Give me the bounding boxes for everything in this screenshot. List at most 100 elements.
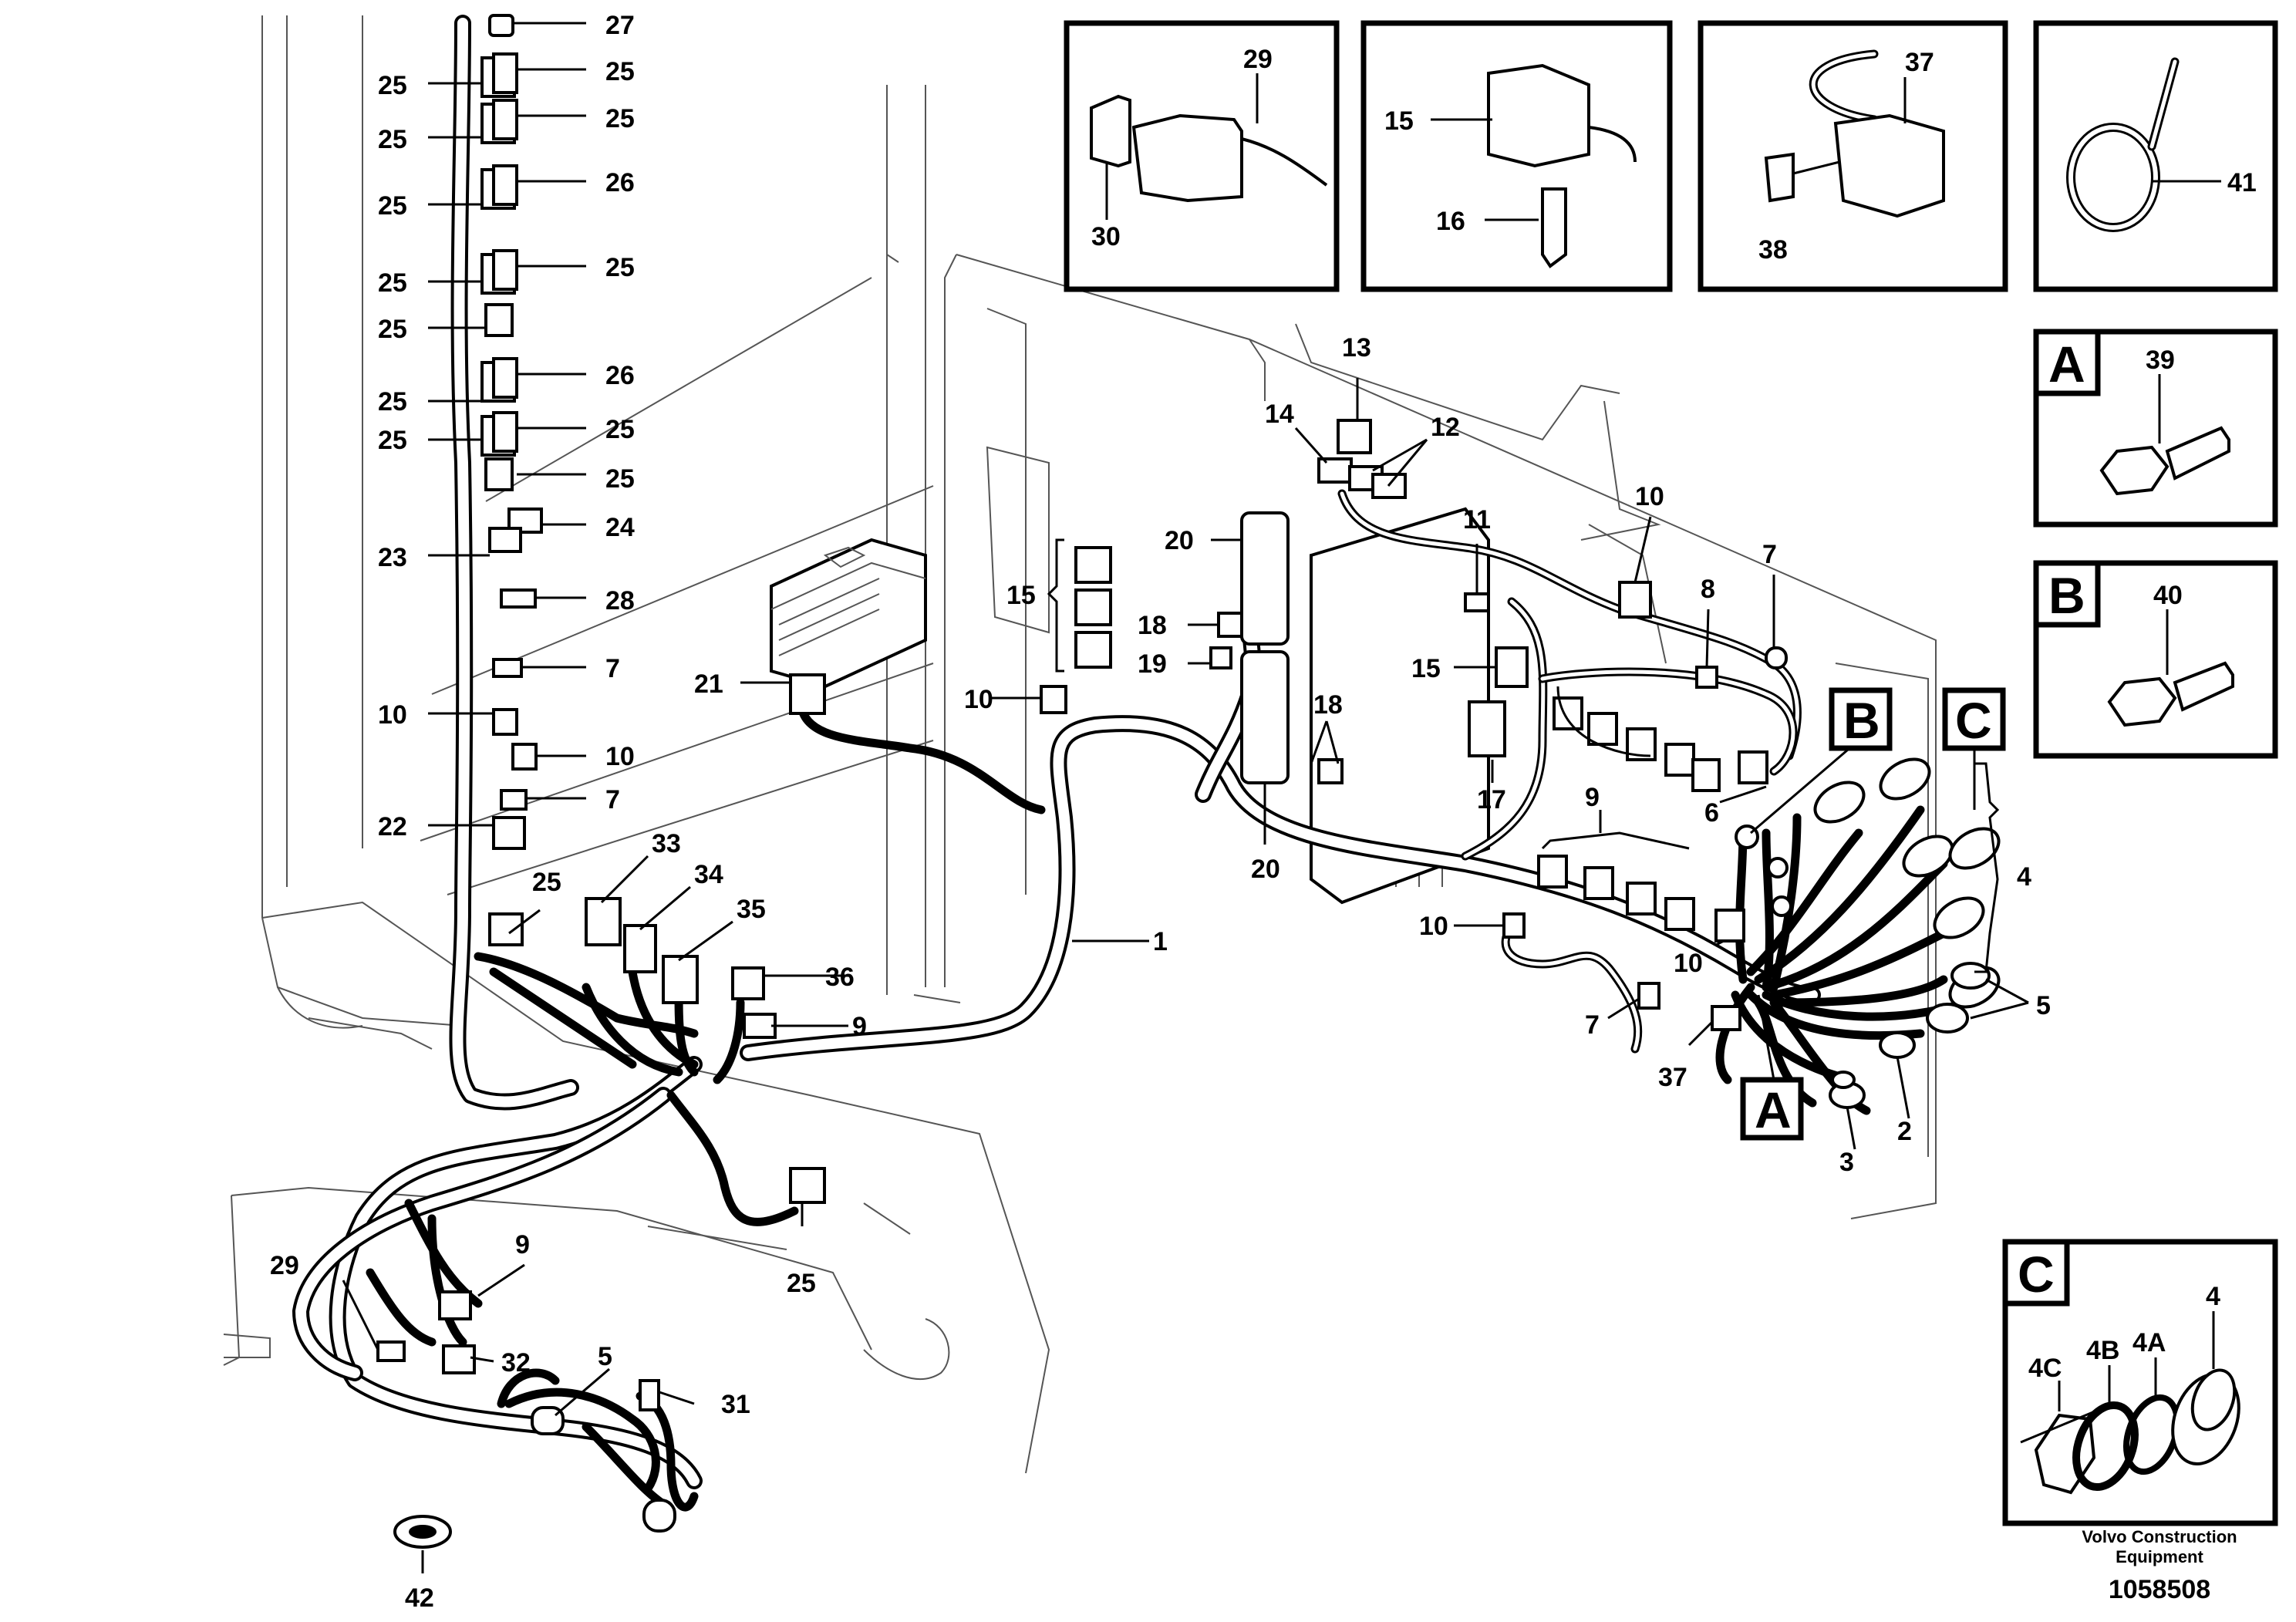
detail-box-29-30: 29 30 (1064, 20, 1340, 292)
callout: 18 (1313, 690, 1343, 720)
callout: 24 (605, 513, 635, 542)
callout: 13 (1342, 333, 1371, 363)
figure-footer: Volvo Construction Equipment 1058508 (2082, 1527, 2237, 1604)
footer-company-line1: Volvo Construction (2082, 1527, 2237, 1546)
callout: 6 (1704, 798, 1719, 828)
figure-number: 1058508 (2109, 1575, 2210, 1604)
callout: 17 (1477, 785, 1506, 814)
view-b-letter: B (2048, 567, 2085, 624)
callout: 31 (721, 1390, 750, 1419)
callout: 25 (378, 387, 407, 416)
view-c-part-4c: 4C (2028, 1354, 2062, 1383)
view-c-letter: C (2018, 1246, 2055, 1303)
callout: 10 (1674, 949, 1703, 978)
callout: 25 (532, 868, 561, 897)
section-markers: B C A (1740, 687, 2006, 1141)
callout: 9 (515, 1230, 530, 1259)
callout: 7 (605, 785, 620, 814)
callout: 25 (605, 464, 635, 494)
callout: 7 (1585, 1010, 1600, 1040)
leader-lines (342, 22, 2029, 1573)
callout: 25 (605, 104, 635, 133)
callout: 25 (378, 125, 407, 154)
callout: 18 (1138, 611, 1167, 640)
callout: 25 (605, 415, 635, 444)
detail-15-label-16: 16 (1436, 207, 1465, 236)
view-box-b: B 40 (2033, 560, 2278, 759)
callout: 25 (787, 1269, 816, 1298)
section-marker-b: B (1843, 692, 1880, 749)
callout: 36 (825, 963, 855, 992)
section-marker-a: A (1755, 1081, 1792, 1138)
view-box-a: A 39 (2033, 329, 2278, 528)
callout-labels: 27 25 25 25 25 25 26 25 25 25 25 25 26 2… (270, 11, 2051, 1613)
callout: 25 (378, 426, 407, 455)
detail-37-label-38: 38 (1758, 235, 1788, 265)
callout: 10 (1635, 482, 1664, 511)
callout: 12 (1431, 413, 1460, 442)
callout: 15 (1006, 581, 1036, 610)
callout: 19 (1138, 649, 1167, 679)
detail-box-37-38: 37 38 (1698, 20, 2008, 292)
detail-box-15-16: 15 16 (1360, 20, 1673, 292)
detail-29-label-29: 29 (1243, 45, 1273, 74)
detail-37-label-37: 37 (1905, 48, 1934, 77)
callout: 10 (378, 700, 407, 730)
callout: 9 (1585, 783, 1600, 812)
callout: 9 (852, 1012, 867, 1041)
callout: 22 (378, 812, 407, 841)
view-a-part: 39 (2146, 346, 2175, 375)
footer-company-line2: Equipment (2116, 1547, 2203, 1566)
callout: 25 (378, 191, 407, 221)
callout: 25 (378, 315, 407, 344)
callout: 42 (405, 1583, 434, 1613)
callout: 11 (1463, 505, 1491, 534)
callout: 26 (605, 361, 635, 390)
callout: 20 (1165, 526, 1194, 555)
callout: 7 (605, 654, 620, 683)
callout: 10 (605, 742, 635, 771)
view-c-part-4: 4 (2206, 1282, 2220, 1311)
callout: 5 (598, 1342, 612, 1371)
callout: 2 (1897, 1117, 1912, 1146)
callout: 26 (605, 168, 635, 197)
callout: 25 (378, 71, 407, 100)
section-marker-c: C (1955, 692, 1992, 749)
callout: 20 (1251, 855, 1280, 884)
callout: 15 (1411, 654, 1441, 683)
detail-15-label-15: 15 (1384, 106, 1414, 136)
callout: 23 (378, 543, 407, 572)
callout: 7 (1762, 540, 1777, 569)
callout: 27 (605, 11, 635, 40)
callout: 1 (1153, 927, 1168, 956)
callout: 25 (605, 57, 635, 86)
view-a-letter: A (2048, 336, 2085, 393)
callout: 35 (737, 895, 766, 924)
view-c-part-4b: 4B (2086, 1336, 2119, 1365)
callout: 33 (652, 829, 681, 858)
detail-29-label-30: 30 (1091, 222, 1121, 251)
view-b-part: 40 (2153, 581, 2183, 610)
callout: 3 (1839, 1148, 1854, 1177)
callout: 8 (1701, 575, 1715, 604)
detail-41-label-41: 41 (2227, 168, 2257, 197)
callout: 25 (605, 253, 635, 282)
callout: 4 (2017, 862, 2031, 892)
callout: 25 (378, 268, 407, 298)
callout: 28 (605, 586, 635, 615)
callout: 37 (1658, 1063, 1687, 1092)
callout: 21 (694, 669, 723, 699)
callout: 34 (694, 860, 723, 889)
ecu-module (770, 538, 927, 689)
main-harness (292, 15, 1971, 1512)
control-unit-box (1310, 507, 1490, 905)
view-box-c: C 4C 4B 4A 4 (2002, 1239, 2278, 1526)
callout: 14 (1265, 400, 1294, 429)
detail-box-41: 41 (2033, 20, 2278, 292)
callout: 10 (964, 685, 993, 714)
callout: 29 (270, 1251, 299, 1280)
callout: 5 (2036, 991, 2051, 1020)
callout: 10 (1419, 912, 1448, 941)
connectors (376, 14, 2001, 1549)
